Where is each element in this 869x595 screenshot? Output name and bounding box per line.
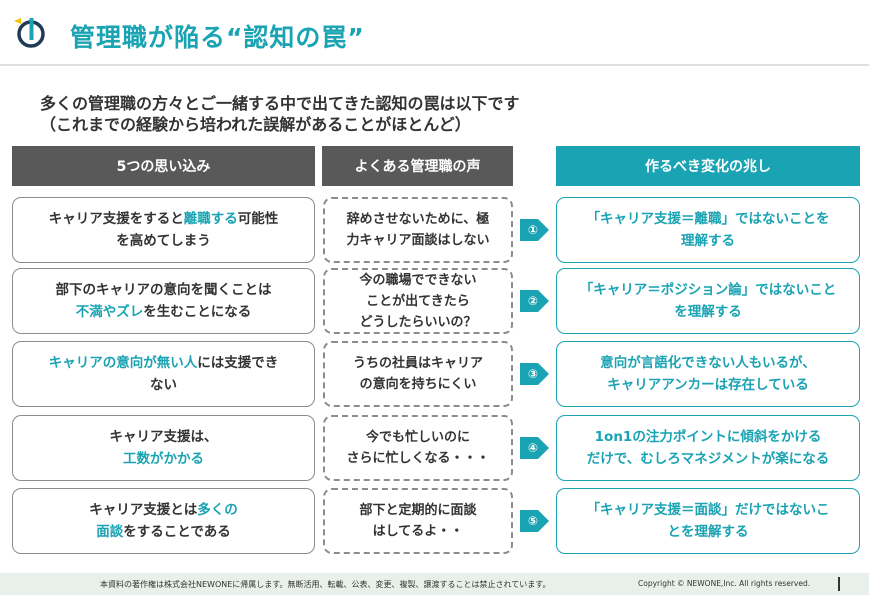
change-sign-box: 「キャリア＝ポジション論」ではないことを理解する	[556, 268, 860, 334]
change-sign-text: 「キャリア支援＝面談」だけではないことを理解する	[587, 499, 830, 543]
footer-bar	[0, 573, 869, 595]
row-number: ②	[527, 294, 539, 308]
header-divider	[0, 64, 869, 66]
change-sign-box: 「キャリア支援＝面談」だけではないことを理解する	[556, 488, 860, 554]
text-segment: を高めてしまう	[116, 233, 211, 249]
copyright-line: Copyright © NEWONE,Inc. All rights reser…	[638, 579, 811, 588]
assumption-text: キャリア支援をすると離職する可能性を高めてしまう	[49, 208, 279, 252]
text-segment: を理解する	[674, 304, 742, 320]
column-header-assumptions: 5つの思い込み	[12, 146, 315, 186]
newone-logo-icon	[8, 12, 48, 52]
arrow-right-icon: ③	[520, 359, 550, 389]
text-segment: 「キャリア＝ポジション論」ではないこと	[579, 282, 837, 298]
text-segment: をすることである	[123, 524, 231, 540]
assumption-text: キャリア支援は、工数がかかる	[110, 426, 218, 470]
assumption-text: 部下のキャリアの意向を聞くことは不満やズレを生むことになる	[56, 279, 272, 323]
text-segment: さらに忙しくなる・・・	[346, 451, 490, 466]
text-segment: には支援でき	[197, 355, 279, 371]
change-sign-box: 1on1の注力ポイントに傾斜をかけるだけで、むしろマネジメントが楽になる	[556, 415, 860, 481]
row-number: ④	[527, 441, 539, 455]
manager-voice-box: 部下と定期的に面談はしてるよ・・	[323, 488, 513, 554]
manager-voice-box: うちの社員はキャリアの意向を持ちにくい	[323, 341, 513, 407]
text-segment: 可能性	[237, 211, 279, 227]
row-number: ③	[527, 367, 539, 381]
text-segment: 1on1の注力ポイントに傾斜をかける	[594, 429, 822, 445]
text-segment: 「キャリア支援＝離職」ではないことを	[586, 211, 830, 227]
page-title: 管理職が陥る“認知の罠”	[70, 23, 365, 52]
change-sign-box: 「キャリア支援＝離職」ではないことを理解する	[556, 197, 860, 263]
assumption-text: キャリア支援とは多くの面談をすることである	[89, 499, 238, 543]
change-sign-text: 「キャリア＝ポジション論」ではないことを理解する	[580, 279, 837, 323]
manager-voice-box: 今の職場でできないことが出てきたらどうしたらいいの？	[323, 268, 513, 334]
text-segment: 部下と定期的に面談	[359, 503, 477, 518]
assumption-box: 部下のキャリアの意向を聞くことは不満やズレを生むことになる	[12, 268, 315, 334]
text-segment: キャリアアンカーは存在している	[607, 377, 809, 393]
column-header-signs: 作るべき変化の兆し	[556, 146, 860, 186]
text-segment: 部下のキャリアの意向を聞くことは	[55, 282, 272, 298]
manager-voice-text: 今でも忙しいのにさらに忙しくなる・・・	[346, 427, 489, 469]
intro-line-2: （これまでの経験から培われた誤解があることがほとんど）	[40, 115, 471, 134]
text-segment: 理解する	[681, 233, 735, 249]
text-segment: 辞めさせないために、極	[346, 212, 490, 227]
highlight-text: 面談	[96, 524, 124, 540]
assumption-box: キャリア支援とは多くの面談をすることである	[12, 488, 315, 554]
arrow-right-icon: ①	[520, 215, 550, 245]
change-sign-text: 1on1の注力ポイントに傾斜をかけるだけで、むしろマネジメントが楽になる	[587, 426, 829, 470]
text-segment: 「キャリア支援＝面談」だけではないこ	[586, 502, 830, 518]
text-segment: どうしたらいいの？	[359, 314, 477, 330]
highlight-text: 不満やズレ	[75, 304, 144, 320]
text-segment: ことが出てきたら	[366, 293, 470, 309]
text-segment: とを理解する	[667, 524, 749, 540]
change-sign-text: 意向が言語化できない人もいるが、キャリアアンカーは存在している	[600, 352, 815, 396]
assumption-box: キャリアの意向が無い人には支援できない	[12, 341, 315, 407]
column-header-voices: よくある管理職の声	[322, 146, 513, 186]
text-segment: キャリア支援は、	[109, 429, 218, 445]
change-sign-text: 「キャリア支援＝離職」ではないことを理解する	[587, 208, 830, 252]
highlight-text: キャリアの意向が無い人	[48, 355, 198, 371]
arrow-right-icon: ⑤	[520, 506, 550, 536]
manager-voice-text: 部下と定期的に面談はしてるよ・・	[359, 500, 476, 542]
highlight-text: 多くの	[197, 502, 238, 518]
arrow-right-icon: ②	[520, 286, 550, 316]
text-segment: はしてるよ・・	[372, 524, 464, 539]
intro-text: 多くの管理職の方々とご一緒する中で出てきた認知の罠は以下です （これまでの経験か…	[40, 93, 520, 135]
manager-voice-box: 今でも忙しいのにさらに忙しくなる・・・	[323, 415, 513, 481]
assumption-box: キャリア支援は、工数がかかる	[12, 415, 315, 481]
footer-marker	[838, 577, 840, 591]
manager-voice-text: 辞めさせないために、極力キャリア面談はしない	[346, 209, 489, 251]
intro-line-1: 多くの管理職の方々とご一緒する中で出てきた認知の罠は以下です	[40, 94, 520, 113]
text-segment: 意向が言語化できない人もいるが、	[600, 355, 816, 371]
text-segment: キャリア支援をすると	[48, 211, 184, 227]
copyright-notice: 本資料の著作権は株式会社NEWONEに帰属します。無断活用、転載、公表、変更、複…	[100, 580, 551, 589]
text-segment: キャリア支援とは	[89, 502, 198, 518]
manager-voice-box: 辞めさせないために、極力キャリア面談はしない	[323, 197, 513, 263]
arrow-right-icon: ④	[520, 433, 550, 463]
manager-voice-text: 今の職場でできないことが出てきたらどうしたらいいの？	[359, 270, 476, 333]
highlight-text: 工数がかかる	[123, 451, 204, 467]
text-segment: 力キャリア面談はしない	[346, 233, 490, 248]
text-segment: を生むことになる	[143, 304, 252, 320]
text-segment: うちの社員はキャリア	[352, 356, 483, 371]
assumption-text: キャリアの意向が無い人には支援できない	[49, 352, 279, 396]
text-segment: だけで、むしろマネジメントが楽になる	[586, 451, 830, 467]
text-segment: の意向を持ちにくい	[359, 377, 477, 392]
assumption-box: キャリア支援をすると離職する可能性を高めてしまう	[12, 197, 315, 263]
text-segment: ない	[150, 377, 177, 393]
row-number: ①	[527, 223, 539, 237]
highlight-text: 離職する	[183, 211, 238, 227]
row-number: ⑤	[527, 514, 539, 528]
change-sign-box: 意向が言語化できない人もいるが、キャリアアンカーは存在している	[556, 341, 860, 407]
text-segment: 今でも忙しいのに	[365, 430, 470, 445]
text-segment: 今の職場でできない	[359, 272, 477, 288]
manager-voice-text: うちの社員はキャリアの意向を持ちにくい	[353, 353, 483, 395]
